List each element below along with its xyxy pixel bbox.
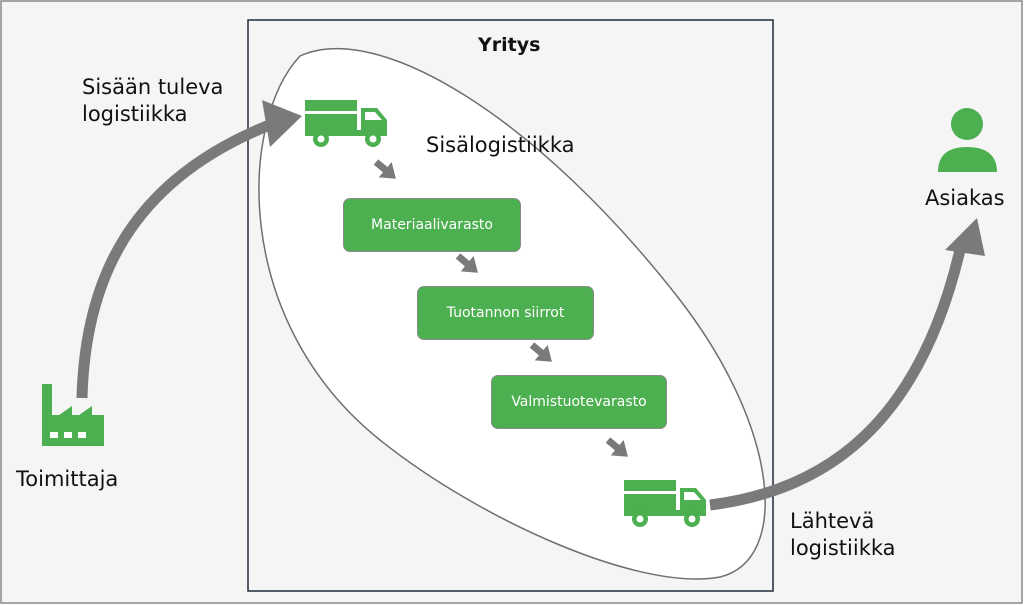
outbound-arrow xyxy=(709,248,966,511)
inbound-label: Sisään tuleva logistiikka xyxy=(82,74,223,128)
step-materials-warehouse: Materiaalivarasto xyxy=(343,198,521,252)
inbound-arrow-head xyxy=(262,100,302,147)
outbound-label: Lähtevä logistiikka xyxy=(790,508,896,562)
inbound-label-line1: Sisään tuleva xyxy=(82,75,224,99)
factory-icon xyxy=(42,384,104,446)
inbound-label-line2: logistiikka xyxy=(82,102,188,126)
person-icon xyxy=(938,108,997,172)
step-finished-goods-warehouse: Valmistuotevarasto xyxy=(491,375,667,429)
step-production-transfers: Tuotannon siirrot xyxy=(417,286,594,340)
customer-label: Asiakas xyxy=(925,186,1005,210)
outbound-arrow-head xyxy=(945,218,985,256)
supplier-label: Toimittaja xyxy=(16,467,119,491)
inbound-arrow xyxy=(76,118,275,399)
outbound-label-line1: Lähtevä xyxy=(790,509,875,533)
company-title: Yritys xyxy=(478,34,541,56)
outbound-label-line2: logistiikka xyxy=(790,536,896,560)
internal-logistics-label: Sisälogistiikka xyxy=(426,133,575,157)
